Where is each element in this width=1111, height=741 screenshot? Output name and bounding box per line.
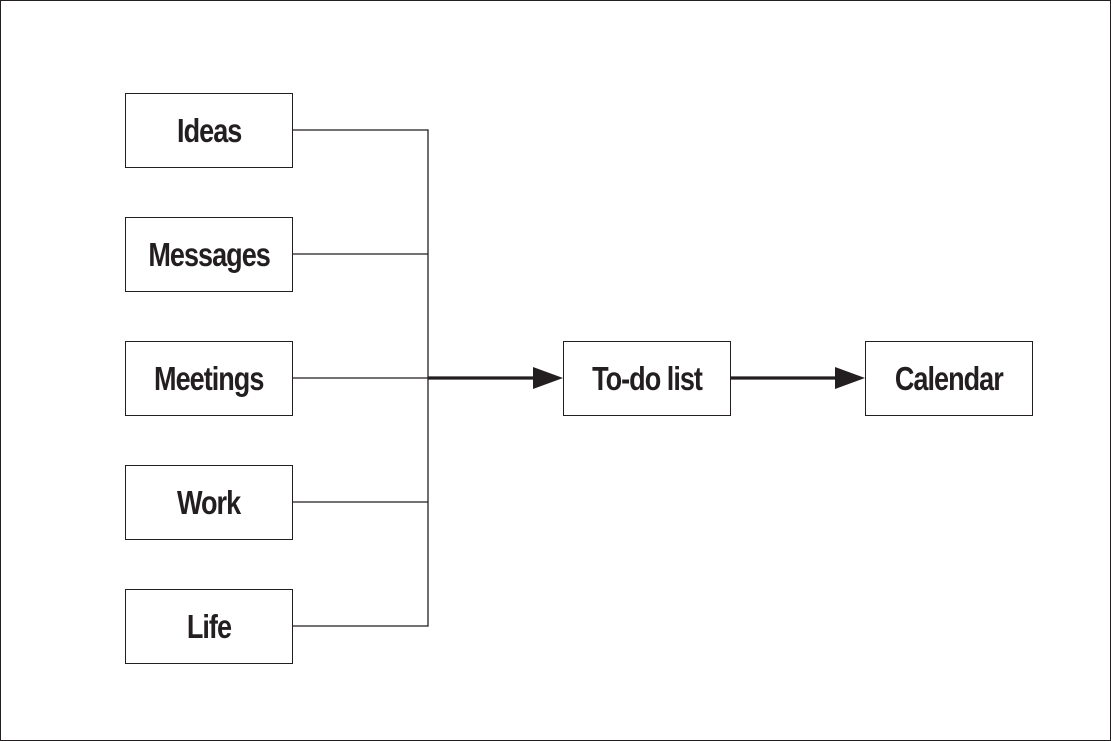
node-ideas: Ideas <box>125 93 293 168</box>
arrow-to-calendar-head <box>835 367 865 389</box>
node-messages: Messages <box>125 217 293 292</box>
node-ideas-label: Ideas <box>176 111 242 149</box>
node-todo-list-label: To-do list <box>592 359 703 397</box>
node-work-label: Work <box>177 483 241 521</box>
arrow-to-todo-head <box>533 367 563 389</box>
node-messages-label: Messages <box>148 235 270 273</box>
node-calendar-label: Calendar <box>895 359 1004 397</box>
node-life-label: Life <box>186 607 232 645</box>
node-life: Life <box>125 589 293 664</box>
node-meetings-label: Meetings <box>154 359 264 397</box>
node-work: Work <box>125 465 293 540</box>
node-calendar: Calendar <box>865 341 1033 416</box>
node-meetings: Meetings <box>125 341 293 416</box>
node-todo-list: To-do list <box>563 341 731 416</box>
